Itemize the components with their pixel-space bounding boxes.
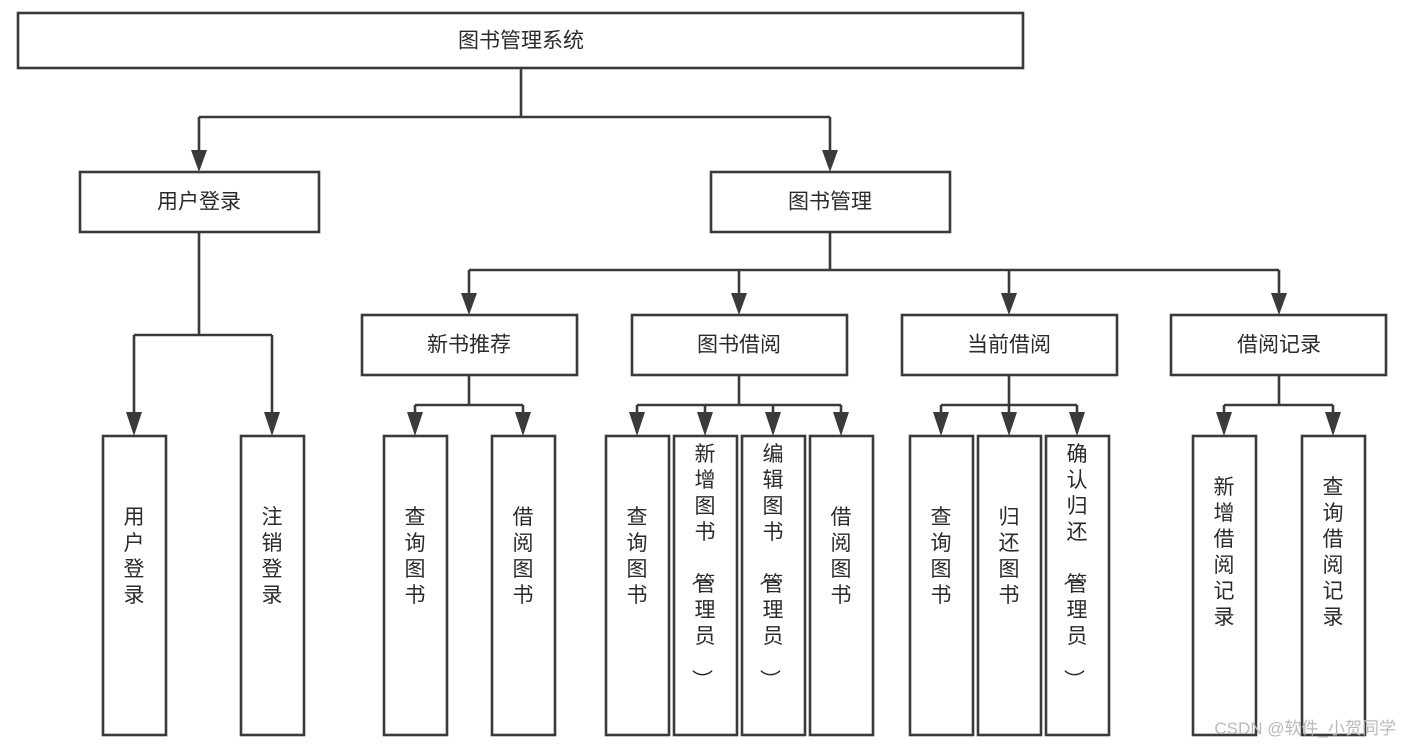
watermark-label: CSDN @软件_小贺同学 — [1214, 719, 1396, 738]
node-leaf-query-record[interactable]: 查询借阅记录 — [1300, 434, 1367, 737]
node-leaf-confirm-return[interactable]: 确认归还（管理员） — [1044, 434, 1111, 737]
node-root-label: 图书管理系统 — [458, 30, 584, 53]
node-leaf-query-book-1-box[interactable] — [382, 434, 449, 737]
node-leaf-query-book-1-label: 查询图书 — [405, 506, 426, 607]
node-leaf-add-book-label: 新增图书（管理员） — [690, 443, 716, 690]
node-leaf-edit-book-label: 编辑图书（管理员） — [758, 443, 784, 690]
node-leaf-return-book[interactable]: 归还图书 — [976, 434, 1043, 737]
node-leaf-query-record-label: 查询借阅记录 — [1323, 476, 1344, 629]
arrow-head-leaf-borrow-book-2 — [833, 412, 849, 436]
arrow-head-leaf-query-record — [1325, 412, 1341, 436]
node-leaf-borrow-book-2[interactable]: 借阅图书 — [808, 434, 875, 737]
node-leaf-confirm-return-label: 确认归还（管理员） — [1062, 443, 1088, 690]
node-book-manage[interactable]: 图书管理 — [709, 170, 952, 234]
node-leaf-return-book-box[interactable] — [976, 434, 1043, 737]
node-leaf-query-book-2[interactable]: 查询图书 — [604, 434, 671, 737]
node-root[interactable]: 图书管理系统 — [16, 11, 1025, 70]
node-leaf-borrow-book-1-box[interactable] — [490, 434, 557, 737]
node-leaf-user-logout-label: 注销登录 — [262, 506, 283, 607]
node-user-login-label: 用户登录 — [157, 191, 241, 214]
connector-layer — [126, 68, 1341, 436]
node-leaf-return-book-label: 归还图书 — [999, 506, 1020, 607]
arrow-head-leaf-return-book — [1001, 412, 1017, 436]
node-leaf-borrow-book-2-label: 借阅图书 — [831, 506, 852, 607]
arrow-head-borrow — [731, 293, 747, 315]
arrow-head-current — [1001, 293, 1017, 315]
node-leaf-borrow-book-2-box[interactable] — [808, 434, 875, 737]
arrow-head-leaf-confirm-return — [1069, 412, 1085, 436]
arrow-head-user-login — [191, 150, 207, 172]
arrow-head-newbook — [461, 293, 477, 315]
node-new-book-rec-label: 新书推荐 — [427, 334, 511, 357]
node-new-book-rec[interactable]: 新书推荐 — [360, 313, 579, 377]
node-leaf-user-logout-box[interactable] — [239, 434, 306, 737]
arrow-head-leaf-edit-book — [765, 412, 781, 436]
node-leaf-edit-book[interactable]: 编辑图书（管理员） — [740, 434, 807, 737]
arrow-head-record — [1271, 293, 1287, 315]
node-current-borrow[interactable]: 当前借阅 — [900, 313, 1119, 377]
arrow-head-leaf-query-book-1 — [407, 412, 423, 436]
node-borrow-record[interactable]: 借阅记录 — [1169, 313, 1388, 377]
node-leaf-confirm-return-box[interactable] — [1044, 434, 1111, 737]
node-leaf-borrow-book-1-label: 借阅图书 — [513, 506, 534, 607]
node-leaf-query-book-2-box[interactable] — [604, 434, 671, 737]
node-current-borrow-box[interactable] — [900, 313, 1119, 377]
arrow-head-leaf-user-login — [126, 412, 142, 436]
node-book-manage-label: 图书管理 — [788, 191, 872, 214]
node-book-manage-box[interactable] — [709, 170, 952, 234]
arrow-head-book-manage — [822, 150, 838, 172]
node-leaf-add-record[interactable]: 新增借阅记录 — [1191, 434, 1258, 737]
node-user-login-box[interactable] — [78, 170, 321, 234]
node-new-book-rec-box[interactable] — [360, 313, 579, 377]
node-leaf-query-book-1[interactable]: 查询图书 — [382, 434, 449, 737]
node-borrow-record-label: 借阅记录 — [1237, 334, 1321, 357]
arrow-head-leaf-add-book — [697, 412, 713, 436]
arrow-head-leaf-borrow-book-1 — [515, 412, 531, 436]
node-leaf-user-login-label: 用户登录 — [124, 506, 145, 607]
node-leaf-query-book-2-label: 查询图书 — [627, 506, 648, 607]
node-current-borrow-label: 当前借阅 — [967, 334, 1051, 357]
arrow-head-leaf-add-record — [1216, 412, 1232, 436]
node-leaf-user-logout[interactable]: 注销登录 — [239, 434, 306, 737]
node-root-box[interactable] — [16, 11, 1025, 70]
node-leaf-query-book-3-label: 查询图书 — [931, 506, 952, 607]
node-leaf-query-book-3[interactable]: 查询图书 — [908, 434, 975, 737]
node-leaf-add-book[interactable]: 新增图书（管理员） — [672, 434, 739, 737]
node-leaf-user-login[interactable]: 用户登录 — [101, 434, 168, 737]
node-leaf-user-login-box[interactable] — [101, 434, 168, 737]
arrow-head-leaf-query-book-2 — [629, 412, 645, 436]
node-user-login[interactable]: 用户登录 — [78, 170, 321, 234]
node-leaf-add-book-box[interactable] — [672, 434, 739, 737]
node-leaf-borrow-book-1[interactable]: 借阅图书 — [490, 434, 557, 737]
node-leaf-query-book-3-box[interactable] — [908, 434, 975, 737]
node-leaf-query-record-box[interactable] — [1300, 434, 1367, 737]
arrow-head-leaf-query-book-3 — [933, 412, 949, 436]
node-book-borrow-box[interactable] — [630, 313, 849, 377]
node-borrow-record-box[interactable] — [1169, 313, 1388, 377]
node-book-borrow-label: 图书借阅 — [697, 334, 781, 357]
node-leaf-add-record-box[interactable] — [1191, 434, 1258, 737]
node-book-borrow[interactable]: 图书借阅 — [630, 313, 849, 377]
arrow-head-leaf-user-logout — [264, 412, 280, 436]
node-leaf-edit-book-box[interactable] — [740, 434, 807, 737]
node-leaf-add-record-label: 新增借阅记录 — [1214, 476, 1235, 629]
